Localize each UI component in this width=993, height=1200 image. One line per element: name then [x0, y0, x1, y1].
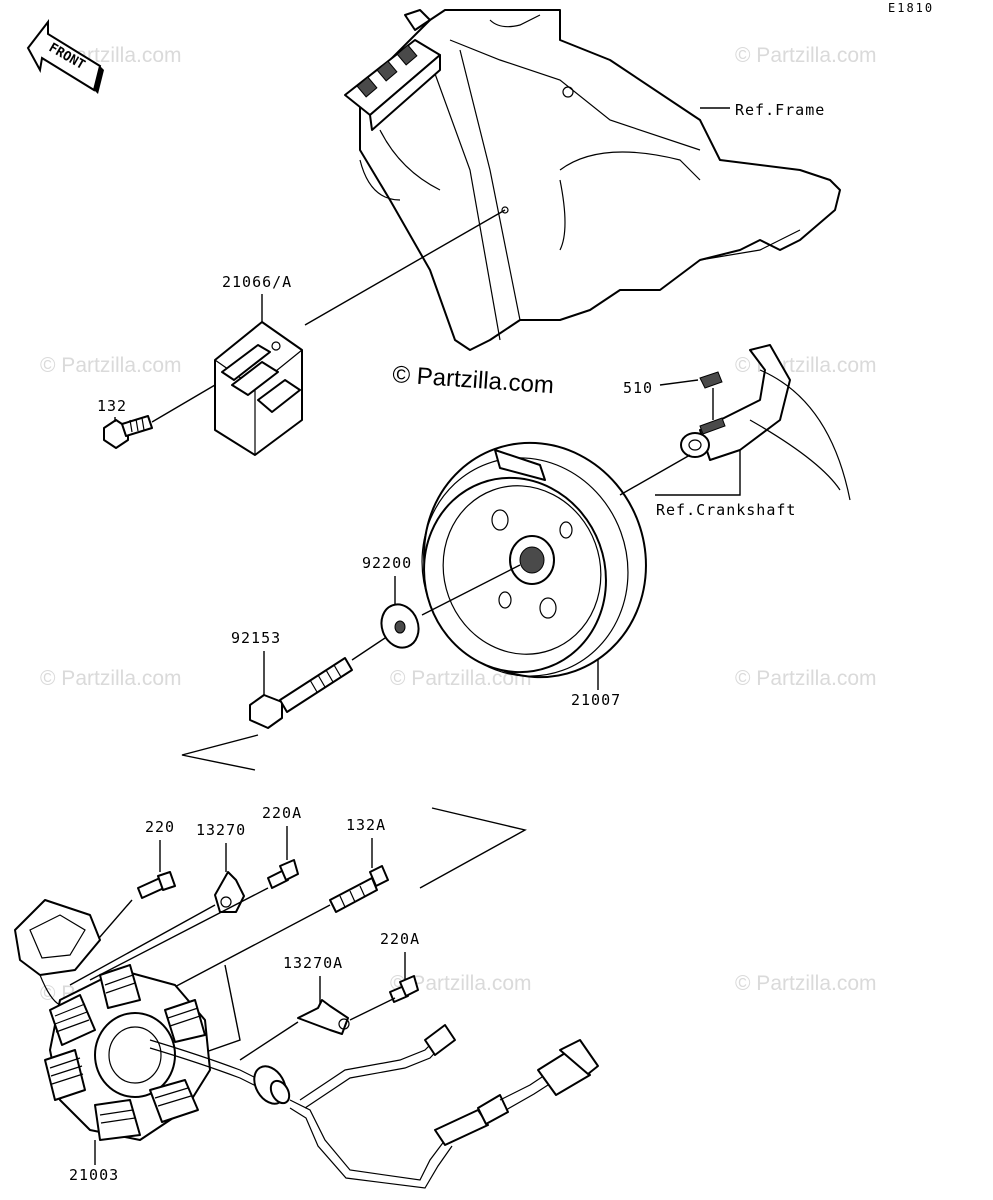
label-92153: 92153	[231, 629, 281, 647]
label-220a-mid: 220A	[380, 930, 420, 948]
label-13270a: 13270A	[283, 954, 343, 972]
watermark: © Partzilla.com	[40, 667, 182, 690]
washer-icon	[380, 603, 420, 649]
label-ref-frame: Ref.Frame	[735, 101, 825, 119]
watermark: © Partzilla.com	[40, 354, 182, 377]
watermark: © Partzilla.com	[390, 667, 532, 690]
screw-220-icon	[137, 871, 176, 899]
frame-icon	[344, 9, 841, 351]
stator-icon	[14, 899, 599, 1189]
label-220a-top: 220A	[262, 804, 302, 822]
label-21003: 21003	[69, 1166, 119, 1184]
regulator-icon	[214, 321, 303, 456]
bolt-92153-icon	[249, 657, 353, 729]
clamp-13270-icon	[214, 871, 245, 913]
watermark: © Partzilla.com	[735, 972, 877, 995]
flywheel-icon	[421, 441, 647, 679]
label-510: 510	[623, 379, 653, 397]
screw-220a-top-icon	[267, 859, 299, 889]
watermark: © Partzilla.com	[390, 972, 532, 995]
label-21066a: 21066/A	[222, 273, 292, 291]
diagram-code: E1810	[888, 1, 934, 15]
label-ref-crankshaft: Ref.Crankshaft	[656, 501, 796, 519]
clamp-13270a-icon	[297, 999, 350, 1035]
watermark-main: © Partzilla.com	[392, 361, 555, 399]
bolt-132a-icon	[329, 865, 389, 913]
label-13270: 13270	[196, 821, 246, 839]
label-92200: 92200	[362, 554, 412, 572]
label-21007: 21007	[571, 691, 621, 709]
watermark: © Partzilla.com	[735, 667, 877, 690]
bolt-132-icon	[103, 415, 153, 449]
label-132a: 132A	[346, 816, 386, 834]
label-132: 132	[97, 397, 127, 415]
label-220: 220	[145, 818, 175, 836]
screw-220a-mid-icon	[389, 975, 419, 1003]
watermark: © Partzilla.com	[735, 44, 877, 67]
crankshaft-icon	[680, 344, 851, 501]
